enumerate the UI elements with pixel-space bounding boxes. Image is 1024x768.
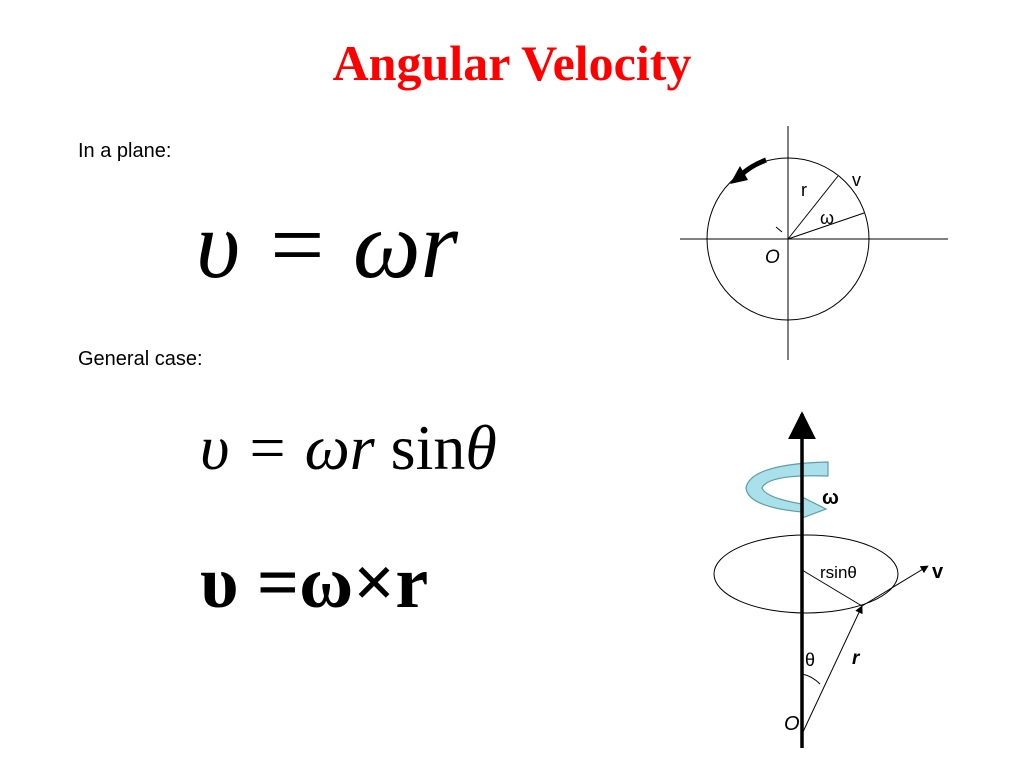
label-v: v bbox=[852, 170, 861, 190]
general-rotation-diagram: ω rsinθ v θ r O bbox=[713, 411, 944, 748]
caption-general: General case: bbox=[78, 348, 203, 370]
v-vector bbox=[861, 565, 929, 607]
rotation-circle bbox=[706, 157, 870, 321]
second-radius-line bbox=[787, 212, 865, 240]
equation-general-sin: sin bbox=[390, 412, 466, 483]
label-omega-vector: ω bbox=[822, 487, 839, 509]
equation-plane: υ = ωr bbox=[196, 191, 458, 298]
rsin-line bbox=[801, 569, 863, 607]
label-origin-general: O bbox=[784, 713, 800, 735]
equation-general-lhs: υ = ωr bbox=[200, 412, 375, 483]
rotation-arrowhead-icon bbox=[730, 166, 748, 184]
label-rsin: rsinθ bbox=[820, 563, 857, 582]
angle-tick bbox=[775, 226, 783, 233]
r-vector bbox=[801, 605, 863, 735]
equation-vector: υ =ω×r bbox=[200, 542, 429, 624]
caption-plane: In a plane: bbox=[78, 140, 172, 162]
radius-line bbox=[787, 175, 839, 240]
equation-general-theta: θ bbox=[465, 412, 497, 483]
rotation-ellipse bbox=[713, 534, 899, 614]
slide-title: Angular Velocity bbox=[332, 35, 692, 91]
label-theta: θ bbox=[805, 650, 815, 670]
label-r-vector: r bbox=[852, 648, 861, 669]
label-v-vector: v bbox=[932, 561, 944, 583]
equation-general: υ = ωr sinθ bbox=[200, 408, 497, 488]
label-r: r bbox=[801, 180, 807, 200]
plane-rotation-diagram: r v ω O bbox=[680, 126, 948, 360]
label-origin: O bbox=[765, 247, 780, 268]
label-omega: ω bbox=[820, 208, 834, 228]
theta-arc bbox=[801, 673, 821, 685]
curved-rotation-arrow-icon bbox=[745, 461, 829, 519]
